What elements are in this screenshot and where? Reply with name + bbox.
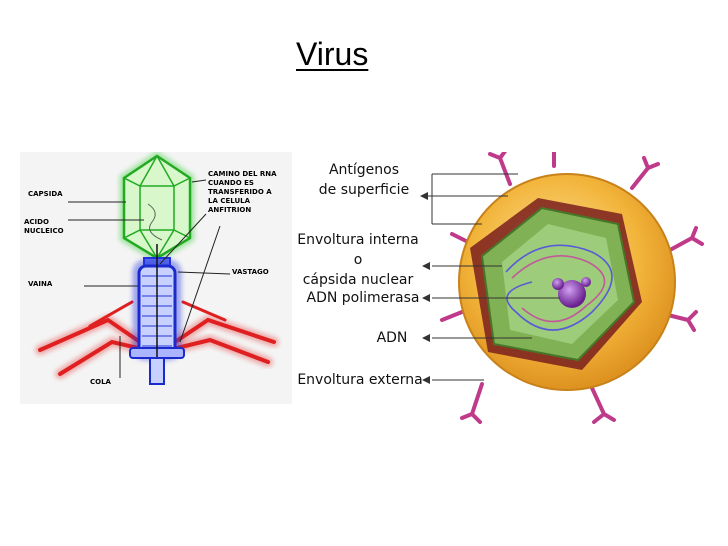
- hbv-arrowheads: [420, 192, 430, 384]
- label-antigenos: Antígenos de superficie: [318, 162, 410, 198]
- phage-leader-lines: [68, 179, 231, 378]
- label-envoltura-externa: Envoltura externa: [297, 372, 423, 388]
- bacteriophage-diagram: CAPSIDA ACIDO NUCLEICO VAINA COLA CAMINO…: [20, 152, 292, 404]
- slide-title: Virus: [296, 36, 369, 72]
- dna-strands: [505, 244, 613, 331]
- label-camino-rna: CAMINO DEL RNA CUANDO ES TRANSFERIDO A L…: [208, 170, 277, 214]
- hbv-leader-lines: [426, 173, 560, 381]
- label-adn-polimerasa: ADN polimerasa: [306, 290, 420, 306]
- label-cola: COLA: [90, 378, 111, 386]
- label-envoltura-interna: Envoltura interna o cápsida nuclear: [297, 232, 419, 288]
- tail-sheath: [129, 244, 185, 385]
- dna-polymerase-sphere: [558, 280, 586, 308]
- virion-cross-section: [420, 152, 704, 424]
- label-adn: ADN: [376, 330, 408, 346]
- label-capsida: CAPSIDA: [28, 190, 63, 198]
- surface-antigen-spikes: [440, 152, 704, 424]
- label-acido-nucleico: ACIDO NUCLEICO: [24, 218, 64, 235]
- bacteriophage-illustration: [35, 152, 279, 385]
- label-vastago: VASTAGO: [232, 268, 269, 276]
- tail-fibers: [35, 300, 279, 379]
- label-vaina: VAINA: [28, 280, 53, 288]
- capsid-head: [119, 152, 195, 264]
- hbv-diagram: Antígenos de superficie Envoltura intern…: [292, 152, 728, 424]
